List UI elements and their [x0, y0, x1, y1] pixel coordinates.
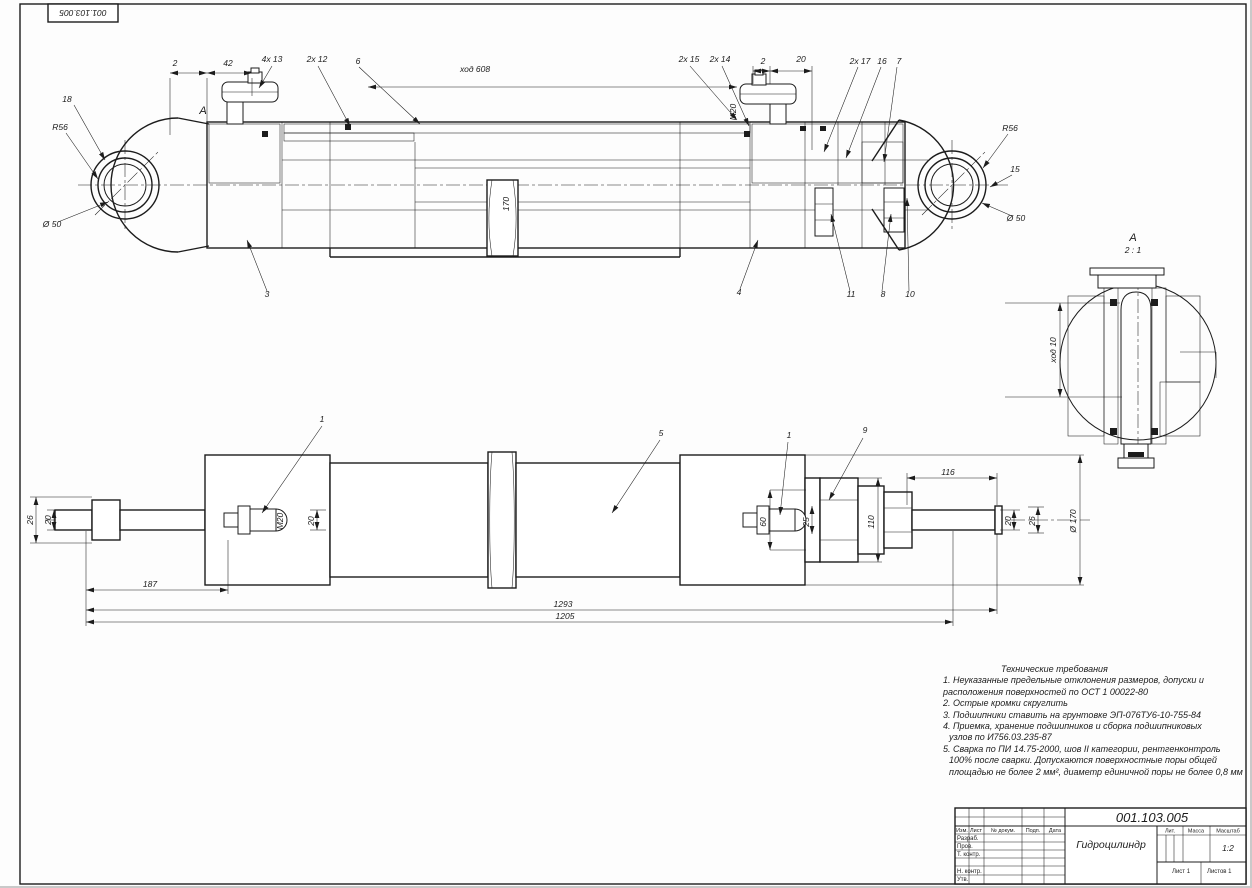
dim-187-label: 187 [143, 579, 157, 589]
dim-25-label: 25 [801, 517, 811, 528]
tech-requirements-line: узлов по И756.03.235-87 [949, 732, 1052, 743]
item-18-label: 18 [62, 94, 72, 104]
dim-20-right-label: 20 [1003, 516, 1013, 527]
bottom-view-dimensions [30, 425, 1084, 626]
tech-requirements-line: площадью не более 2 мм², диаметр единичн… [949, 766, 1243, 777]
dim-26-right-label: 26 [1027, 516, 1037, 527]
titleblock-row-utv: Утв. [957, 877, 969, 883]
dim-2x12-label: 2х 12 [306, 54, 328, 64]
item-3-label: 3 [265, 289, 270, 299]
titleblock-sheets: Листов 1 [1207, 869, 1232, 875]
dim-m20-top-label: М20 [728, 103, 738, 120]
item-15-label: 15 [1010, 164, 1020, 174]
tech-requirements: Технические требования 1. Неуказанные пр… [943, 664, 1243, 778]
corner-stamp-text: 001.103.005 [59, 8, 107, 18]
titleblock-row-prov: Пров. [957, 844, 973, 850]
dim-42-label: 42 [223, 58, 233, 68]
dim-4x13-label: 4х 13 [262, 54, 283, 64]
detail-a-label: А [1128, 232, 1136, 244]
dim-20-mid-label: 20 [306, 516, 316, 527]
corner-stamp-box [47, 3, 119, 23]
dim-26-left-label: 26 [25, 515, 35, 526]
dim-d50-right-label: Ø 50 [1006, 213, 1026, 223]
top-view-linework [78, 67, 1008, 258]
titleblock-masshtab-header: Масштаб [1216, 829, 1240, 835]
titleblock-col-list: Лист [970, 828, 982, 834]
dim-d50-left-label: Ø 50 [42, 219, 62, 229]
titleblock-col-doc: № докум. [991, 828, 1016, 834]
dim-2x15-label: 2х 15 [678, 54, 700, 64]
detail-a-stroke-dim: ход 10 [1048, 337, 1058, 364]
dim-1293-label: 1293 [554, 599, 573, 609]
dim-2-right-label: 2 [760, 56, 766, 66]
dim-2-left-label: 2 [172, 58, 178, 68]
titleblock-row-nkontr: Н. контр. [957, 869, 982, 875]
dim-2x17-label: 2х 17 [849, 56, 871, 66]
item-1-left-label: 1 [320, 414, 325, 424]
titleblock-scale-value: 1:2 [1222, 843, 1234, 853]
titleblock-row-tkontr: Т. контр. [957, 852, 981, 858]
tech-requirements-line: 4. Приемка, хранение подшипников и сборк… [943, 721, 1202, 732]
dim-2x14-label: 2х 14 [709, 54, 731, 64]
item-5-label: 5 [659, 428, 664, 438]
tech-requirements-line: 5. Сварка по ПИ 14.75-2000, шов II катег… [943, 743, 1221, 754]
tech-requirements-title: Технические требования [1001, 664, 1108, 674]
titleblock-part-name: Гидроцилиндр [1076, 839, 1146, 851]
dim-116-label: 116 [941, 467, 955, 477]
titleblock-doc-number: 001.103.005 [1116, 810, 1189, 825]
tech-requirements-line: 1. Неуказанные предельные отклонения раз… [943, 675, 1204, 686]
tech-requirements-line: расположения поверхностей по ОСТ 1 00022… [943, 686, 1148, 697]
top-view-labels: 2 42 4х 13 2х 12 6 ход 608 2х 15 2х 14 2… [42, 54, 1026, 299]
item-1-right-label: 1 [787, 430, 792, 440]
dim-m20-bottom-label: М20 [275, 512, 285, 529]
titleblock-col-podp: Подп. [1026, 828, 1041, 834]
item-10-label: 10 [905, 289, 915, 299]
dim-r56-right-label: R56 [1002, 123, 1018, 133]
dim-stroke-608-label: ход 608 [459, 64, 490, 74]
dim-20-left-label: 20 [43, 515, 53, 526]
titleblock-row-razrab: Разраб. [957, 836, 979, 842]
dim-1205-label: 1205 [556, 611, 575, 621]
titleblock-col-data: Дата [1049, 828, 1062, 834]
bottom-view-labels: 1 5 1 9 116 Ø 170 26 20 187 1293 1205 25… [25, 414, 1078, 621]
titleblock-sheet: Лист 1 [1172, 869, 1191, 875]
titleblock-massa-header: Масса [1188, 829, 1205, 835]
item-7-label: 7 [897, 56, 902, 66]
dim-r56-left-label: R56 [52, 122, 68, 132]
tech-requirements-line: 100% после сварки. Допускаются поверхнос… [949, 755, 1217, 766]
dim-170-mid-label: 170 [501, 197, 511, 211]
item-4-label: 4 [737, 287, 742, 297]
dim-20-top-label: 20 [795, 54, 806, 64]
item-8-label: 8 [881, 289, 886, 299]
item-6-label: 6 [356, 56, 361, 66]
item-16-label: 16 [877, 56, 887, 66]
dim-110-label: 110 [866, 515, 876, 529]
title-block: Изм. Лист № докум. Подп. Дата Разраб. Пр… [954, 807, 1247, 885]
item-11-label: 11 [847, 289, 856, 299]
tech-requirements-line: 3. Подшипники ставить на грунтовке ЭП-07… [943, 709, 1201, 720]
dim-d170-label: Ø 170 [1068, 509, 1078, 533]
detail-a-scale: 2 : 1 [1124, 245, 1142, 255]
sheet-frame [19, 3, 1247, 885]
titleblock-lit-header: Лит. [1165, 829, 1176, 835]
titleblock-col-izm: Изм. [956, 828, 968, 834]
view-a-marker: А [198, 105, 206, 117]
top-view-dimensions [57, 65, 1013, 292]
item-9-label: 9 [863, 425, 868, 435]
dim-60-label: 60 [758, 517, 768, 527]
detail-view-a: А 2 : 1 ход 10 [1005, 232, 1217, 469]
bottom-view-linework [45, 451, 1090, 589]
tech-requirements-line: 2. Острые кромки скруглить [943, 698, 1068, 709]
